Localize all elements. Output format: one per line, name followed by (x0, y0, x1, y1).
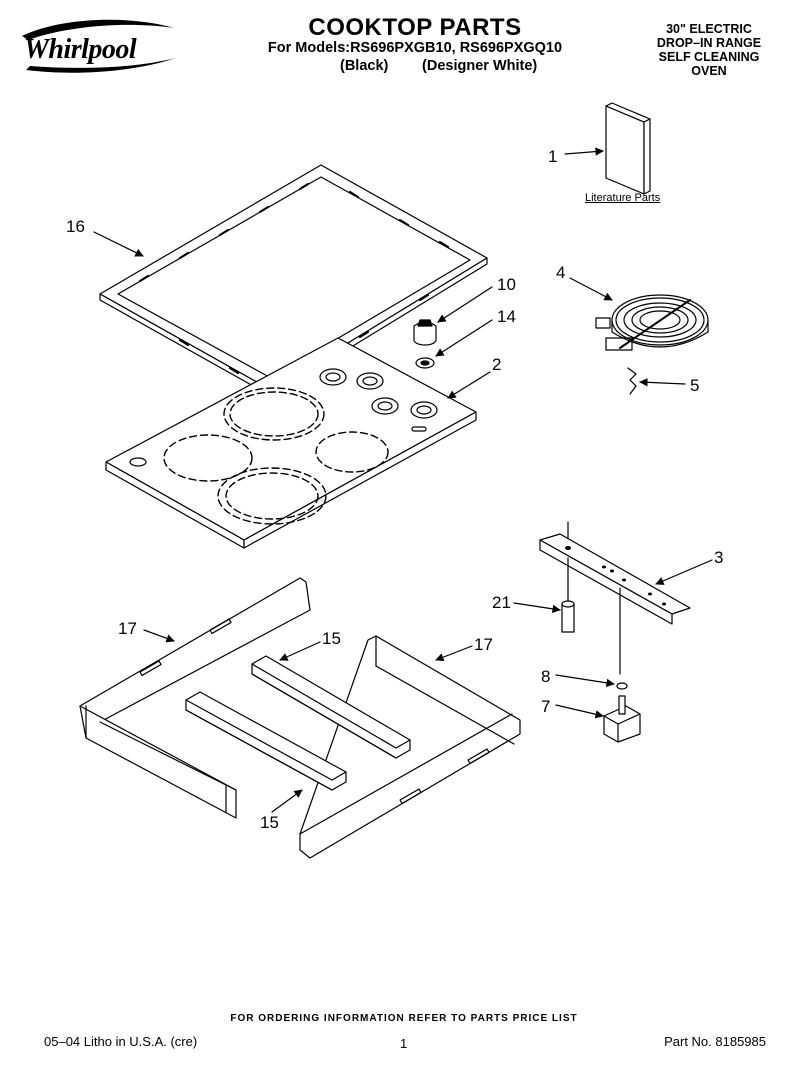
part-8-washer (616, 682, 628, 690)
range-description: 30" ELECTRIC DROP–IN RANGE SELF CLEANING… (634, 22, 784, 78)
callout-4: 4 (556, 263, 565, 282)
logo-swoosh-icon (22, 19, 176, 73)
model-colors: (Black) (Designer White) (340, 58, 560, 74)
leader-2 (447, 371, 491, 399)
part-14-washer (415, 357, 435, 369)
leader-15b (271, 789, 303, 813)
range-line-2: DROP–IN RANGE (656, 36, 762, 50)
ordering-note: FOR ORDERING INFORMATION REFER TO PARTS … (230, 1013, 578, 1024)
part-3-bracket (539, 521, 691, 675)
model-numbers: For Models:RS696PXGB10, RS696PXGQ10 (267, 40, 563, 56)
part-4-surface-element (595, 294, 709, 351)
leader-8 (555, 674, 615, 687)
part-2-cooktop-glass (105, 337, 477, 549)
callout-17a: 17 (118, 619, 137, 638)
leader-15a (279, 641, 321, 661)
leader-17a (143, 629, 175, 643)
leader-5 (639, 378, 686, 387)
literature-parts-label: Literature Parts (585, 192, 661, 204)
leader-1 (564, 147, 604, 156)
leader-7 (555, 704, 604, 719)
callout-16: 16 (66, 217, 85, 236)
range-line-3: SELF CLEANING (658, 50, 760, 64)
litho-info: 05–04 Litho in U.S.A. (cre) (44, 1034, 198, 1049)
callout-17b: 17 (474, 635, 493, 654)
callout-8: 8 (541, 667, 550, 686)
callout-3: 3 (714, 548, 723, 567)
callout-15a: 15 (322, 629, 341, 648)
leader-4 (569, 277, 613, 301)
page-number: 1 (400, 1036, 408, 1051)
part-1-literature (605, 102, 651, 195)
leader-10 (437, 286, 493, 323)
part-5-clip (627, 367, 637, 395)
callout-2: 2 (492, 355, 501, 374)
callout-10: 10 (497, 275, 516, 294)
leader-17b (435, 645, 473, 662)
callout-15b: 15 (260, 813, 279, 832)
part-10-knob (413, 319, 437, 346)
brand-name: Whirlpool (24, 34, 137, 65)
whirlpool-logo (14, 14, 184, 80)
part-17-left-rail (79, 577, 311, 819)
callout-14: 14 (497, 307, 516, 326)
part-21-pin (561, 600, 575, 633)
callout-7: 7 (541, 697, 550, 716)
leader-16 (93, 231, 144, 257)
callout-1: 1 (548, 147, 557, 166)
color-black: (Black) (340, 58, 389, 74)
color-designer-white: (Designer White) (422, 58, 538, 74)
part-15-brace-upper (251, 655, 411, 759)
callout-21: 21 (492, 593, 511, 612)
range-line-1: 30" ELECTRIC (666, 22, 752, 36)
leader-3 (655, 559, 713, 585)
leader-21 (513, 602, 561, 614)
page-title: COOKTOP PARTS (308, 14, 522, 41)
callout-5: 5 (690, 376, 699, 395)
part-7-support (603, 695, 641, 743)
part-number: Part No. 8185985 (664, 1034, 766, 1049)
range-line-4: OVEN (691, 64, 727, 78)
leader-14 (435, 319, 493, 357)
part-15-brace-lower (185, 691, 347, 791)
